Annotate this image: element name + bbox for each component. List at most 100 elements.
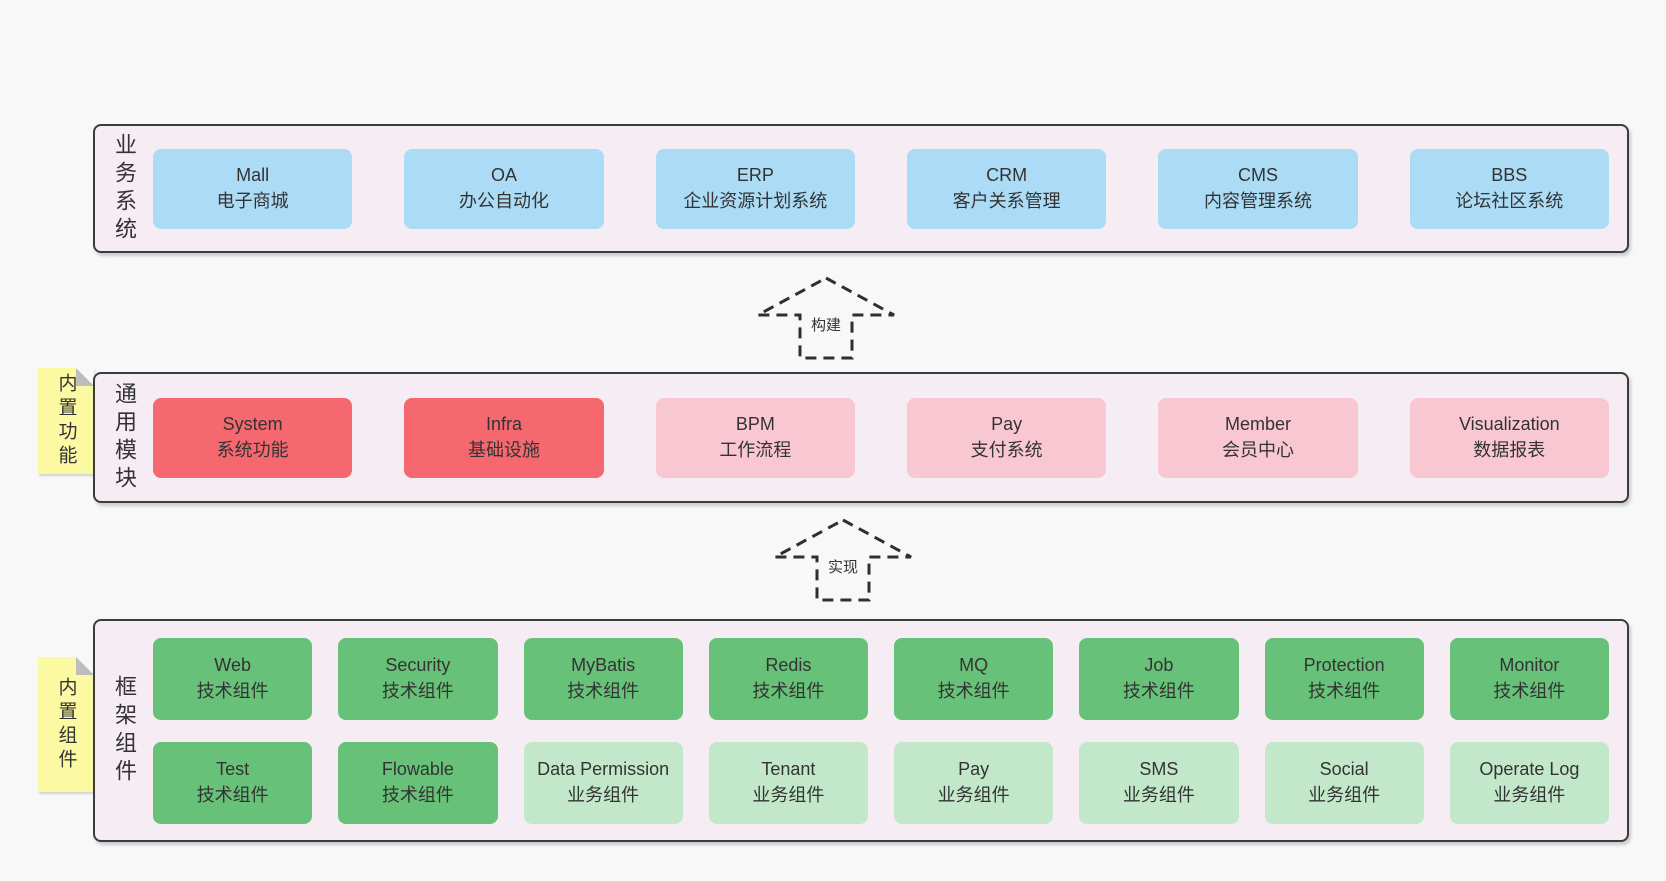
layer-label-business: 业务系统 bbox=[112, 132, 137, 245]
box-subtitle: 工作流程 bbox=[719, 439, 792, 460]
box-title: CRM bbox=[986, 164, 1028, 185]
box-subtitle: 技术组件 bbox=[1122, 680, 1195, 701]
box-subtitle: 技术组件 bbox=[196, 680, 269, 701]
box-pay: Pay 支付系统 bbox=[906, 397, 1107, 478]
sticky-note-builtin-features: 内置功能 bbox=[38, 368, 94, 474]
box-test: Test 技术组件 bbox=[153, 741, 313, 824]
box-title: Job bbox=[1144, 654, 1174, 675]
box-mybatis: MyBatis 技术组件 bbox=[523, 637, 683, 720]
box-title: Tenant bbox=[761, 758, 816, 779]
box-subtitle: 业务组件 bbox=[752, 784, 825, 805]
box-monitor: Monitor 技术组件 bbox=[1449, 637, 1609, 720]
box-bpm: BPM 工作流程 bbox=[655, 397, 855, 478]
box-mall: Mall 电子商城 bbox=[153, 148, 353, 229]
box-title: ERP bbox=[736, 164, 774, 185]
box-subtitle: 技术组件 bbox=[196, 784, 269, 805]
box-title: Pay bbox=[991, 413, 1023, 434]
box-title: Data Permission bbox=[537, 758, 670, 779]
box-protection: Protection 技术组件 bbox=[1264, 637, 1424, 720]
box-erp: ERP 企业资源计划系统 bbox=[655, 148, 855, 229]
box-subtitle: 技术组件 bbox=[937, 680, 1010, 701]
box-subtitle: 技术组件 bbox=[567, 680, 640, 701]
box-subtitle: 数据报表 bbox=[1473, 439, 1546, 460]
box-security: Security 技术组件 bbox=[338, 637, 498, 720]
box-subtitle: 技术组件 bbox=[381, 784, 454, 805]
layer-common-modules: 通用模块 System 系统功能 Infra 基础设施 BPM 工作流程 Pay… bbox=[93, 372, 1629, 503]
box-subtitle: 技术组件 bbox=[752, 680, 825, 701]
box-subtitle: 基础设施 bbox=[467, 439, 540, 460]
box-bbs: BBS 论坛社区系统 bbox=[1409, 148, 1609, 229]
box-title: MyBatis bbox=[571, 654, 636, 675]
box-subtitle: 业务组件 bbox=[1493, 784, 1566, 805]
build-arrow: 构建 bbox=[756, 276, 896, 360]
box-job: Job 技术组件 bbox=[1079, 637, 1239, 720]
box-subtitle: 系统功能 bbox=[216, 439, 289, 460]
box-mq: MQ 技术组件 bbox=[894, 637, 1054, 720]
box-flowable: Flowable 技术组件 bbox=[338, 741, 498, 824]
box-subtitle: 论坛社区系统 bbox=[1455, 190, 1564, 211]
box-title: Test bbox=[216, 758, 250, 779]
module-boxes: System 系统功能 Infra 基础设施 BPM 工作流程 Pay 支付系统… bbox=[153, 374, 1627, 501]
arrow-label: 构建 bbox=[807, 314, 845, 335]
box-subtitle: 技术组件 bbox=[381, 680, 454, 701]
box-web: Web 技术组件 bbox=[153, 637, 313, 720]
box-title: Protection bbox=[1303, 654, 1385, 675]
box-subtitle: 技术组件 bbox=[1493, 680, 1566, 701]
box-subtitle: 支付系统 bbox=[970, 439, 1043, 460]
box-infra: Infra 基础设施 bbox=[404, 397, 604, 478]
folded-corner-icon bbox=[76, 657, 94, 675]
arrow-label: 实现 bbox=[824, 556, 862, 577]
box-title: Web bbox=[214, 654, 251, 675]
box-social: Social 业务组件 bbox=[1264, 741, 1424, 824]
box-title: Operate Log bbox=[1479, 758, 1580, 779]
box-cms: CMS 内容管理系统 bbox=[1158, 148, 1358, 229]
box-title: MQ bbox=[959, 654, 989, 675]
box-system: System 系统功能 bbox=[153, 397, 353, 478]
layer-label-components: 框架组件 bbox=[112, 674, 137, 787]
layer-business-systems: 业务系统 Mall 电子商城 OA 办公自动化 ERP 企业资源计划系统 CRM… bbox=[93, 124, 1629, 253]
box-visualization: Visualization 数据报表 bbox=[1409, 397, 1609, 478]
box-crm: CRM 客户关系管理 bbox=[906, 148, 1107, 229]
implement-arrow: 实现 bbox=[773, 518, 913, 602]
box-subtitle: 办公自动化 bbox=[458, 190, 549, 211]
box-subtitle: 业务组件 bbox=[567, 784, 640, 805]
component-boxes: Web 技术组件 Security 技术组件 MyBatis 技术组件 Redi… bbox=[153, 621, 1627, 840]
box-title: Social bbox=[1319, 758, 1369, 779]
box-title: Pay bbox=[958, 758, 990, 779]
sticky-note-label: 内置功能 bbox=[55, 373, 77, 469]
box-tenant: Tenant 业务组件 bbox=[708, 741, 868, 824]
sticky-note-builtin-components: 内置组件 bbox=[38, 657, 94, 792]
layer-framework-components: 框架组件 Web 技术组件 Security 技术组件 MyBatis 技术组件… bbox=[93, 619, 1629, 842]
box-redis: Redis 技术组件 bbox=[708, 637, 868, 720]
box-member: Member 会员中心 bbox=[1158, 397, 1358, 478]
box-title: System bbox=[222, 413, 283, 434]
box-title: BBS bbox=[1491, 164, 1528, 185]
business-boxes: Mall 电子商城 OA 办公自动化 ERP 企业资源计划系统 CRM 客户关系… bbox=[153, 126, 1627, 251]
folded-corner-icon bbox=[76, 368, 94, 386]
box-subtitle: 技术组件 bbox=[1308, 680, 1381, 701]
box-oa: OA 办公自动化 bbox=[404, 148, 604, 229]
layer-label-modules: 通用模块 bbox=[112, 381, 137, 494]
box-sms: SMS 业务组件 bbox=[1079, 741, 1239, 824]
sticky-note-label: 内置组件 bbox=[55, 676, 77, 773]
box-subtitle: 业务组件 bbox=[937, 784, 1010, 805]
box-subtitle: 业务组件 bbox=[1308, 784, 1381, 805]
box-title: Security bbox=[385, 654, 451, 675]
box-title: Member bbox=[1224, 413, 1291, 434]
box-title: Mall bbox=[236, 164, 270, 185]
box-title: BPM bbox=[735, 413, 775, 434]
box-subtitle: 业务组件 bbox=[1122, 784, 1195, 805]
box-title: Flowable bbox=[381, 758, 454, 779]
box-subtitle: 内容管理系统 bbox=[1203, 190, 1312, 211]
box-title: Redis bbox=[765, 654, 812, 675]
box-title: Visualization bbox=[1458, 413, 1560, 434]
box-title: SMS bbox=[1139, 758, 1179, 779]
box-operate-log: Operate Log 业务组件 bbox=[1449, 741, 1609, 824]
box-subtitle: 客户关系管理 bbox=[952, 190, 1061, 211]
box-title: Monitor bbox=[1499, 654, 1560, 675]
box-data-permission: Data Permission 业务组件 bbox=[523, 741, 683, 824]
box-title: OA bbox=[490, 164, 517, 185]
box-title: Infra bbox=[485, 413, 522, 434]
box-title: CMS bbox=[1237, 164, 1278, 185]
